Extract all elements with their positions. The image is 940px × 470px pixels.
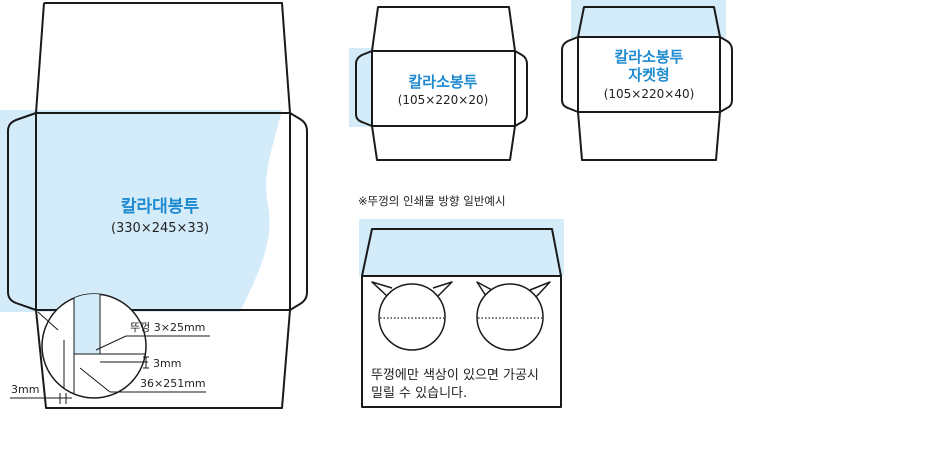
- flap-print-example: 뚜껑에만 색상이 있으면 가공시 밀릴 수 있습니다.: [359, 219, 564, 408]
- small-envelope: 칼라소봉투 (105×220×20): [349, 6, 528, 161]
- large-envelope: 칼라대봉투 (330×245×33) 뚜껑 3×25mm: [0, 2, 308, 409]
- jacket-envelope-right-flap: [719, 36, 733, 113]
- note-heading: ※뚜껑의 인쇄물 방향 일반예시: [358, 194, 506, 208]
- small-envelope-right-flap: [514, 50, 528, 127]
- callout-flap-size: 뚜껑 3×25mm: [130, 321, 205, 334]
- note-line2: 밀릴 수 있습니다.: [371, 386, 467, 401]
- large-envelope-top-flap: [35, 2, 291, 114]
- small-envelope-bottom-flap: [371, 125, 516, 161]
- jacket-envelope-name-line2: 자켓형: [628, 66, 669, 84]
- example-left-circle: [371, 281, 453, 351]
- large-envelope-white-corner: [36, 115, 282, 161]
- small-envelope-color-area: [349, 48, 373, 127]
- jacket-envelope-left-flap: [561, 36, 579, 113]
- large-envelope-color-area: [0, 110, 282, 312]
- jacket-envelope-size: (105×220×40): [604, 87, 695, 101]
- jacket-envelope-bottom-flap: [577, 111, 721, 161]
- small-envelope-body: [371, 50, 516, 127]
- large-envelope-body: [35, 112, 291, 311]
- small-envelope-top-flap: [371, 6, 516, 52]
- jacket-envelope-body: [577, 36, 721, 113]
- callouts: 뚜껑 3×25mm 3mm 36×251mm 3mm: [10, 321, 210, 404]
- large-envelope-right-flap: [289, 112, 308, 311]
- example-right-circle: [476, 281, 551, 351]
- jacket-envelope-color-area: [571, 0, 726, 38]
- note-line1: 뚜껑에만 색상이 있으면 가공시: [371, 368, 539, 383]
- callout-side-gap: 3mm: [11, 383, 39, 396]
- example-color-area: [359, 219, 564, 276]
- small-envelope-size: (105×220×20): [398, 93, 489, 107]
- large-envelope-size: (330×245×33): [111, 221, 209, 236]
- jacket-envelope-top-flap: [577, 6, 721, 38]
- small-envelope-name: 칼라소봉투: [408, 73, 477, 91]
- jacket-envelope-name-line1: 칼라소봉투: [614, 48, 683, 66]
- callout-body-size: 36×251mm: [140, 377, 206, 390]
- callout-gap: 3mm: [153, 357, 181, 370]
- zoom-detail: [37, 293, 147, 399]
- large-envelope-left-flap: [7, 112, 37, 311]
- small-envelope-left-flap: [355, 50, 373, 127]
- large-envelope-bottom-flap: [35, 309, 291, 409]
- jacket-envelope: 칼라소봉투 자켓형 (105×220×40): [561, 0, 733, 161]
- large-envelope-name: 칼라대봉투: [121, 197, 200, 217]
